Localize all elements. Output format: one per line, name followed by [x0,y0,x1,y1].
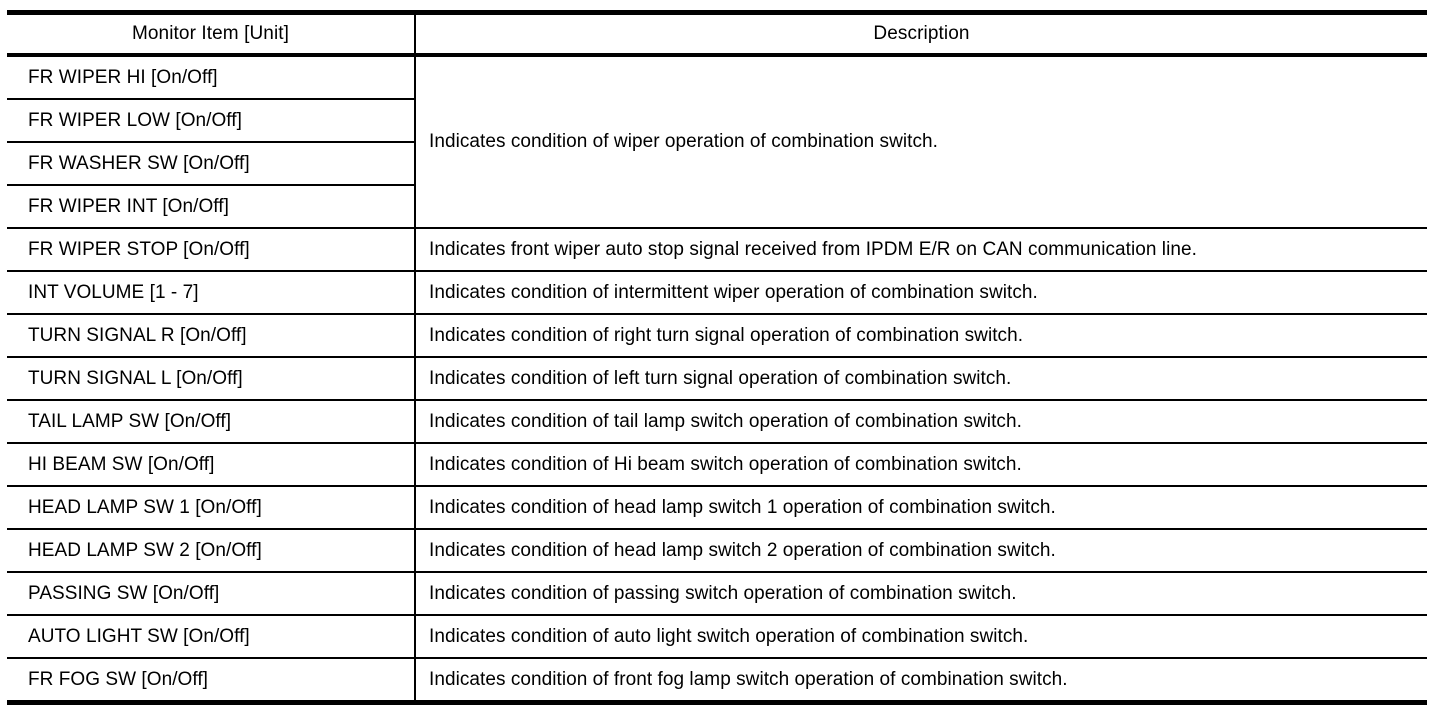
table-row: AUTO LIGHT SW [On/Off]Indicates conditio… [7,615,1427,659]
monitor-item-cell: AUTO LIGHT SW [On/Off] [7,615,416,659]
monitor-item-cell: FR WIPER HI [On/Off] [7,55,416,100]
table-row: HI BEAM SW [On/Off]Indicates condition o… [7,443,1427,487]
description-cell: Indicates condition of Hi beam switch op… [415,443,1427,487]
table-row: FR WASHER SW [On/Off] [7,142,1427,186]
monitor-item-cell: TAIL LAMP SW [On/Off] [7,400,416,444]
monitor-item-cell: PASSING SW [On/Off] [7,572,416,616]
table-header: Monitor Item [Unit] Description [7,12,1427,57]
table-row: TAIL LAMP SW [On/Off]Indicates condition… [7,400,1427,444]
table-row: FR WIPER INT [On/Off] [7,185,1427,229]
monitor-item-cell: FR WIPER INT [On/Off] [7,185,416,229]
table-row: PASSING SW [On/Off]Indicates condition o… [7,572,1427,616]
monitor-table-container: Monitor Item [Unit] Description FR WIPER… [7,10,1427,705]
table-row: HEAD LAMP SW 1 [On/Off]Indicates conditi… [7,486,1427,530]
monitor-item-cell: HEAD LAMP SW 2 [On/Off] [7,529,416,573]
monitor-item-cell: TURN SIGNAL L [On/Off] [7,357,416,401]
description-cell: Indicates condition of passing switch op… [415,572,1427,616]
table-row: TURN SIGNAL L [On/Off]Indicates conditio… [7,357,1427,401]
monitor-item-cell: INT VOLUME [1 - 7] [7,271,416,315]
table-row: FR WIPER LOW [On/Off] [7,99,1427,143]
description-cell: Indicates condition of wiper operation o… [415,55,1427,229]
table-row: FR FOG SW [On/Off]Indicates condition of… [7,658,1427,703]
description-cell: Indicates front wiper auto stop signal r… [415,228,1427,272]
table-row: FR WIPER HI [On/Off]Indicates condition … [7,55,1427,229]
monitor-item-cell: FR WASHER SW [On/Off] [7,142,416,186]
description-cell: Indicates condition of left turn signal … [415,357,1427,401]
description-cell: Indicates condition of auto light switch… [415,615,1427,659]
table-row: INT VOLUME [1 - 7]Indicates condition of… [7,271,1427,315]
header-row: Monitor Item [Unit] Description [7,12,1427,57]
description-cell: Indicates condition of head lamp switch … [415,529,1427,573]
header-monitor-item: Monitor Item [Unit] [7,12,416,57]
monitor-item-cell: FR WIPER LOW [On/Off] [7,99,416,143]
table-body: FR WIPER HI [On/Off]Indicates condition … [7,55,1427,703]
table-row: HEAD LAMP SW 2 [On/Off]Indicates conditi… [7,529,1427,573]
description-cell: Indicates condition of right turn signal… [415,314,1427,358]
description-cell: Indicates condition of front fog lamp sw… [415,658,1427,703]
monitor-item-cell: HI BEAM SW [On/Off] [7,443,416,487]
table-row: FR WIPER STOP [On/Off]Indicates front wi… [7,228,1427,272]
description-cell: Indicates condition of tail lamp switch … [415,400,1427,444]
header-description: Description [415,12,1427,57]
description-cell: Indicates condition of intermittent wipe… [415,271,1427,315]
monitor-item-cell: TURN SIGNAL R [On/Off] [7,314,416,358]
monitor-item-table: Monitor Item [Unit] Description FR WIPER… [7,10,1427,705]
monitor-item-cell: FR WIPER STOP [On/Off] [7,228,416,272]
description-cell: Indicates condition of head lamp switch … [415,486,1427,530]
monitor-item-cell: FR FOG SW [On/Off] [7,658,416,703]
monitor-item-cell: HEAD LAMP SW 1 [On/Off] [7,486,416,530]
table-row: TURN SIGNAL R [On/Off]Indicates conditio… [7,314,1427,358]
